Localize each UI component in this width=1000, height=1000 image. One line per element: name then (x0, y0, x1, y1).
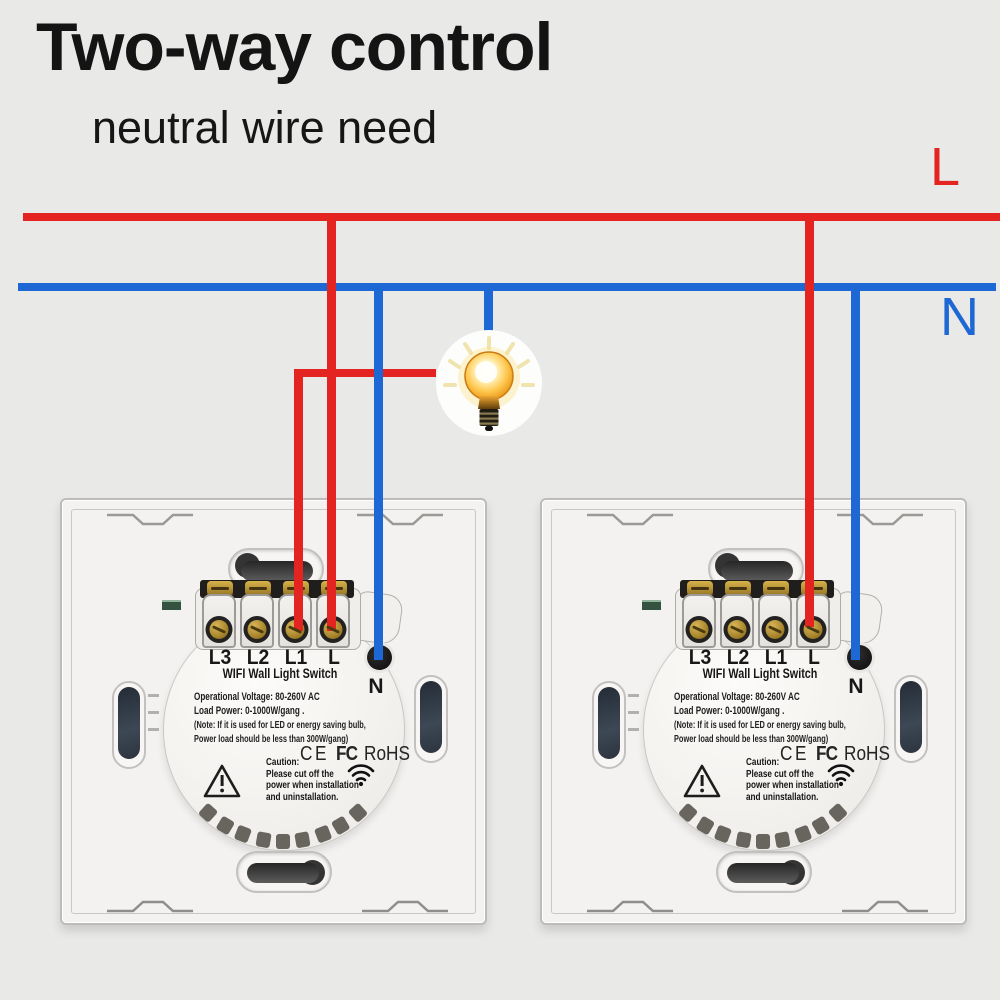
fcc-mark: FC (335, 743, 358, 765)
caution-line: power when installation (746, 779, 839, 791)
light-bulb-icon (436, 330, 542, 436)
module-title: WIFI Wall Light Switch (222, 666, 338, 681)
neutral-terminal-label: N (368, 675, 384, 698)
fcc-mark: FC (815, 743, 838, 765)
mount-tab-bottom-right (362, 900, 448, 913)
page-subtitle: neutral wire need (92, 102, 438, 153)
mount-tab-top-right (837, 513, 923, 526)
side-ridges (148, 694, 160, 745)
neutral-wire-drop-lamp (484, 283, 493, 335)
spec-voltage: Operational Voltage: 80-260V AC (674, 691, 800, 703)
caution-line: and uninstallation. (266, 790, 339, 803)
mounting-slot-bottom (236, 851, 332, 893)
neutral-wire-label: N (940, 287, 979, 347)
neutral-terminal-label: N (848, 675, 864, 698)
mounting-slot-top (708, 548, 804, 590)
screw-head-l2 (725, 581, 751, 597)
terminal-l3 (682, 594, 716, 648)
neutral-wire-drop-left-switch (374, 283, 383, 660)
wall-switch-right: L3 L2 L1 L N WIFI Wall Light Switch Oper… (540, 498, 967, 925)
terminal-label-l2: L2 (726, 646, 750, 669)
caution-text: Caution: Please cut off the power when i… (746, 756, 839, 803)
terminal-label-l: L (808, 646, 820, 669)
mount-tab-top-right (357, 513, 443, 526)
indicator-strip-left (162, 600, 181, 610)
terminal-l (796, 594, 830, 648)
terminal-backplate (680, 580, 834, 598)
wifi-icon (827, 764, 855, 787)
screw-head-l2 (245, 581, 271, 597)
terminal-label-l: L (328, 646, 340, 669)
neutral-wire-horizontal (18, 283, 996, 291)
ce-mark: CE (780, 743, 810, 765)
spec-load: Load Power: 0-1000W/gang . (194, 705, 305, 717)
caution-line: power when installation (266, 779, 359, 791)
module-title: WIFI Wall Light Switch (702, 666, 818, 681)
terminal-label-l1: L1 (764, 646, 788, 669)
caution-title: Caution: (266, 756, 300, 768)
screw-head-l3 (687, 581, 713, 597)
caution-text: Caution: Please cut off the power when i… (266, 756, 359, 803)
spec-voltage: Operational Voltage: 80-260V AC (194, 691, 320, 703)
indicator-strip-left (642, 600, 661, 610)
wall-switch-left: L3 L2 L1 L N WIFI Wall Light Switch Oper… (60, 498, 487, 925)
caution-line: Please cut off the (266, 767, 334, 780)
caution-line: Please cut off the (746, 767, 814, 780)
keyhole-slot-right (414, 675, 448, 763)
mount-tab-bottom-left (587, 900, 673, 913)
keyhole-slot-left (592, 681, 626, 769)
mount-tab-bottom-right (842, 900, 928, 913)
warning-triangle-icon (683, 764, 721, 798)
terminal-l1 (758, 594, 792, 648)
spec-note-2: Power load should be less than 300W/gang… (674, 734, 829, 745)
terminal-label-l3: L3 (688, 646, 712, 669)
screw-head-l3 (207, 581, 233, 597)
terminal-l2 (240, 594, 274, 648)
certification-marks: CE FC RoHS (780, 743, 890, 766)
caution-title: Caution: (746, 756, 780, 768)
spec-note-1: (Note: If it is used for LED or energy s… (194, 720, 366, 731)
keyhole-slot-left (112, 681, 146, 769)
terminal-l3 (202, 594, 236, 648)
live-wire-horizontal (23, 213, 1000, 221)
caution-line: and uninstallation. (746, 790, 819, 803)
lamp-feed-wire-drop-l1 (294, 369, 303, 631)
spec-load: Load Power: 0-1000W/gang . (674, 705, 785, 717)
certification-marks: CE FC RoHS (300, 743, 410, 766)
terminal-l2 (720, 594, 754, 648)
terminal-backplate (200, 580, 354, 598)
spec-note-1: (Note: If it is used for LED or energy s… (674, 720, 846, 731)
lamp-feed-wire-horizontal (294, 369, 436, 377)
terminal-label-l3: L3 (208, 646, 232, 669)
keyhole-slot-right (894, 675, 928, 763)
live-wire-label: L (930, 137, 961, 197)
screw-head-l1 (763, 581, 789, 597)
terminal-label-l1: L1 (284, 646, 308, 669)
rohs-mark: RoHS (364, 743, 410, 765)
wifi-icon (347, 764, 375, 787)
mounting-slot-bottom (716, 851, 812, 893)
warning-triangle-icon (203, 764, 241, 798)
mount-tab-top-left (587, 513, 673, 526)
live-wire-drop-left-switch (327, 213, 336, 631)
rohs-mark: RoHS (844, 743, 890, 765)
neutral-wire-drop-right-switch (851, 283, 860, 660)
page-title: Two-way control (36, 9, 553, 85)
mount-tab-bottom-left (107, 900, 193, 913)
ce-mark: CE (300, 743, 330, 765)
spec-note-2: Power load should be less than 300W/gang… (194, 734, 349, 745)
switch-inner-frame (71, 509, 476, 914)
terminal-label-l2: L2 (246, 646, 270, 669)
side-ridges (628, 694, 640, 745)
mount-tab-top-left (107, 513, 193, 526)
switch-inner-frame (551, 509, 956, 914)
live-wire-drop-right-switch (805, 213, 814, 627)
